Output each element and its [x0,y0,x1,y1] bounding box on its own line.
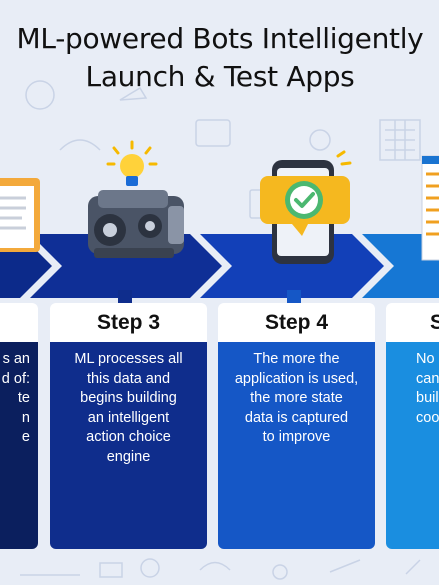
step-card-2: s an d of: te n e [0,303,38,549]
step-4-line: to improve [262,429,331,445]
step-5-body: No can buil coo [386,342,439,549]
step-5-heading-text: S [430,311,439,334]
document-icon [0,178,40,252]
page-title: ML-powered Bots Intelligently Launch & T… [0,20,439,96]
report-screen-icon [421,155,439,261]
step-5-heading: S [386,303,439,342]
step-4-line: The more the [253,351,340,367]
step-4-heading: Step 4 [218,303,375,342]
step-3-body: ML processes all this data and begins bu… [50,342,207,549]
step-5-line: buil [416,390,439,406]
phone-checkmark-icon [260,150,352,264]
step-3-line: action choice [86,429,171,445]
step-card-4: Step 4 The more the application is used,… [218,303,375,549]
step-2-line: n [21,409,30,426]
step-2-line: d of: [1,370,30,387]
step-2-body: s an d of: te n e [0,342,38,549]
arrow-segment-3 [200,234,384,298]
connector-3 [118,290,132,304]
step-card-5: S No can buil coo [386,303,439,549]
step-3-line: ML processes all [74,351,183,367]
step-2-heading [0,303,38,342]
step-3-heading: Step 3 [50,303,207,342]
step-3-line: engine [106,448,151,465]
step-3-line: an intelligent [87,409,170,426]
step-5-line: can [416,370,439,387]
step-5-line: coo [416,409,439,426]
step-4-body: The more the application is used, the mo… [218,342,375,549]
step-card-3: Step 3 ML processes all this data and be… [50,303,207,549]
step-2-line: s an [2,351,30,367]
title-line-2: Launch & Test Apps [85,60,355,93]
step-4-line: application is used, [234,370,359,387]
step-2-line: e [21,429,30,445]
step-2-line: te [17,390,30,406]
step-4-line: the more state [250,390,343,406]
engine-lightbulb-icon [88,140,184,258]
step-3-line: this data and [86,370,171,387]
connector-4 [287,290,301,304]
step-3-line: begins building [80,390,177,406]
title-line-1: ML-powered Bots Intelligently [16,22,424,55]
step-5-line: No [416,351,435,367]
step-4-line: data is captured [244,409,349,426]
arrow-segment-4 [362,234,439,298]
